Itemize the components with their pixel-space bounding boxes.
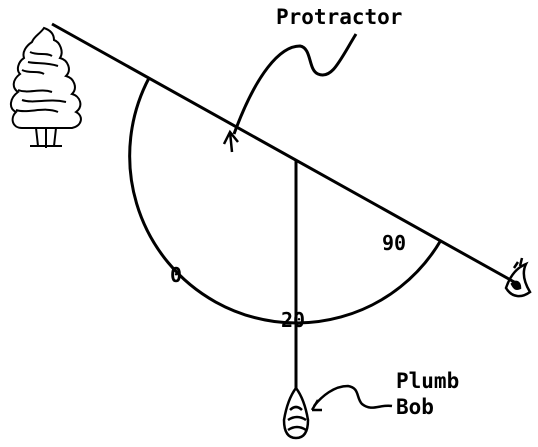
protractor-leader [232,33,358,135]
protractor-arc [128,77,443,325]
protractor-arrow [222,129,239,153]
mark-20-label: 20 [281,308,305,332]
tree-icon [10,26,82,148]
mark-0-label: 0 [170,263,182,287]
bob-label: Bob [396,395,434,419]
plumb-bob-icon [282,385,310,440]
eye-icon [504,257,532,298]
sight-line [51,22,517,285]
plumb-bob-leader-arrow [310,399,322,412]
protractor-label: Protractor [276,5,402,29]
plumb-bob-leader [313,384,393,409]
plumb-label: Plumb [396,369,459,393]
mark-90-label: 90 [382,231,406,255]
